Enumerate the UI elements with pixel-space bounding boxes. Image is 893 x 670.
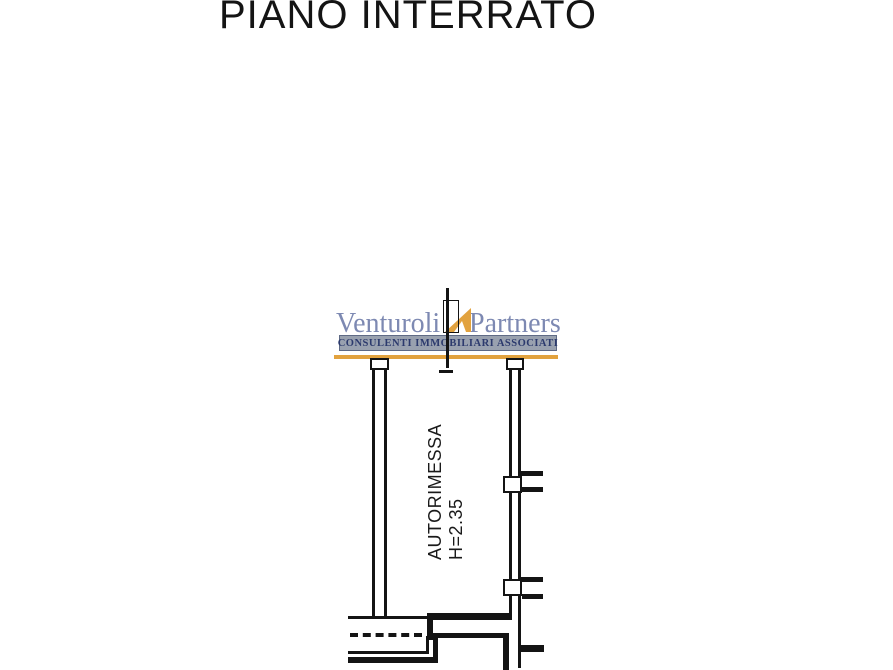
- right-wall-cap: [506, 358, 524, 370]
- watermark-name-left: Venturoli: [336, 308, 441, 339]
- ramp-bottom-thin: [348, 651, 429, 654]
- left-wall-outer-line: [372, 369, 375, 619]
- page-title: PIANO INTERRATO: [219, 0, 598, 37]
- ramp-corner-thick-vertical: [433, 638, 438, 658]
- right-wall-pilaster-2: [503, 579, 522, 596]
- right-stub-5: [521, 645, 544, 652]
- right-stub-2: [522, 487, 543, 492]
- centerline-tick: [439, 370, 453, 373]
- left-wall-cap: [370, 358, 389, 370]
- section-marker-box: [443, 300, 459, 333]
- ramp-bottom-thick: [348, 657, 438, 663]
- left-wall-inner-line: [384, 369, 387, 619]
- section-centerline: [446, 288, 449, 368]
- ramp-wall-vertical: [503, 633, 509, 670]
- right-stub-3: [521, 577, 543, 582]
- overhead-dashed-line: [350, 633, 422, 637]
- bottom-step-vertical: [427, 613, 433, 640]
- ramp-corner-thin-vertical: [426, 636, 429, 652]
- bottom-wall-thin: [348, 616, 430, 619]
- room-name: AUTORIMESSA: [425, 423, 445, 560]
- right-wall-outer-line: [518, 369, 521, 668]
- room-height: H=2.35: [446, 498, 466, 560]
- ramp-wall-horizontal: [431, 633, 509, 638]
- right-stub-1: [521, 471, 543, 476]
- bottom-wall-thick: [427, 613, 512, 620]
- right-wall-pilaster-1: [503, 476, 522, 493]
- watermark-name-right: Partners: [469, 308, 561, 339]
- room-label: AUTORIMESSA H=2.35: [425, 420, 467, 560]
- right-stub-4: [522, 594, 543, 599]
